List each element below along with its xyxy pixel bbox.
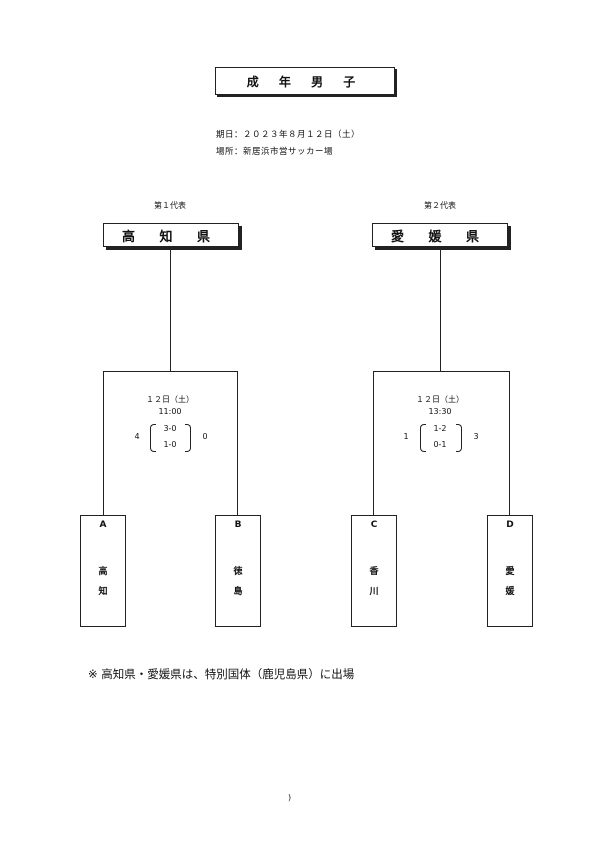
team-name-line: 香 bbox=[369, 567, 379, 577]
rep-label-1: 第１代表 bbox=[154, 201, 186, 210]
team-name-line: 愛 bbox=[505, 567, 515, 577]
team-name-line: 高 bbox=[98, 567, 108, 577]
match-2-date: １２日（土） bbox=[416, 395, 464, 404]
page-title: 成 年 男 子 bbox=[215, 67, 395, 95]
team-box-c: C 香 川 bbox=[351, 515, 397, 627]
team-name: 徳 島 bbox=[216, 562, 260, 602]
team-name-line: 知 bbox=[98, 587, 108, 597]
team-box-b: B 徳 島 bbox=[215, 515, 261, 627]
team-letter: A bbox=[99, 520, 107, 530]
team-name: 高 知 bbox=[81, 562, 125, 602]
bracket-line bbox=[373, 371, 509, 372]
score-bracket-right bbox=[456, 424, 462, 452]
bracket-line bbox=[103, 371, 104, 515]
team-name-line: 島 bbox=[233, 587, 243, 597]
footnote: ※ 高知県・愛媛県は、特別国体（鹿児島県）に出場 bbox=[88, 667, 355, 681]
match-2-half2: 0-1 bbox=[433, 440, 447, 449]
match-2-time: 13:30 bbox=[428, 407, 452, 416]
bracket-line bbox=[170, 247, 171, 371]
team-name: 香 川 bbox=[352, 562, 396, 602]
match-1-left-total: 4 bbox=[134, 432, 140, 441]
team-box-a: A 高 知 bbox=[80, 515, 126, 627]
match-2-right-total: 3 bbox=[473, 432, 479, 441]
bracket-line bbox=[509, 371, 510, 515]
match-2-left-total: 1 bbox=[403, 432, 409, 441]
team-letter: C bbox=[370, 520, 378, 530]
team-name-line: 川 bbox=[369, 587, 379, 597]
match-1-right-total: 0 bbox=[202, 432, 208, 441]
bracket-line bbox=[373, 371, 374, 515]
winner-box-1: 高 知 県 bbox=[103, 223, 239, 247]
team-letter: B bbox=[234, 520, 242, 530]
team-name-line: 媛 bbox=[505, 587, 515, 597]
score-bracket-right bbox=[185, 424, 191, 452]
date-info: 期日：２０２３年８月１２日（土） bbox=[216, 130, 361, 140]
team-box-d: D 愛 媛 bbox=[487, 515, 533, 627]
team-name: 愛 媛 bbox=[488, 562, 532, 602]
match-2-half1: 1-2 bbox=[433, 424, 447, 433]
score-bracket-left bbox=[150, 424, 156, 452]
team-letter: D bbox=[506, 520, 514, 530]
match-1-time: 11:00 bbox=[158, 407, 182, 416]
match-1-date: １２日（土） bbox=[146, 395, 194, 404]
winner-box-2: 愛 媛 県 bbox=[372, 223, 508, 247]
venue-info: 場所：新居浜市営サッカー場 bbox=[216, 147, 334, 157]
team-name-line: 徳 bbox=[233, 567, 243, 577]
bracket-line bbox=[440, 247, 441, 371]
page-mark: ) bbox=[288, 793, 292, 802]
bracket-line bbox=[237, 371, 238, 515]
score-bracket-left bbox=[420, 424, 426, 452]
rep-label-2: 第２代表 bbox=[424, 201, 456, 210]
bracket-line bbox=[103, 371, 237, 372]
match-1-half2: 1-0 bbox=[163, 440, 177, 449]
match-1-half1: 3-0 bbox=[163, 424, 177, 433]
